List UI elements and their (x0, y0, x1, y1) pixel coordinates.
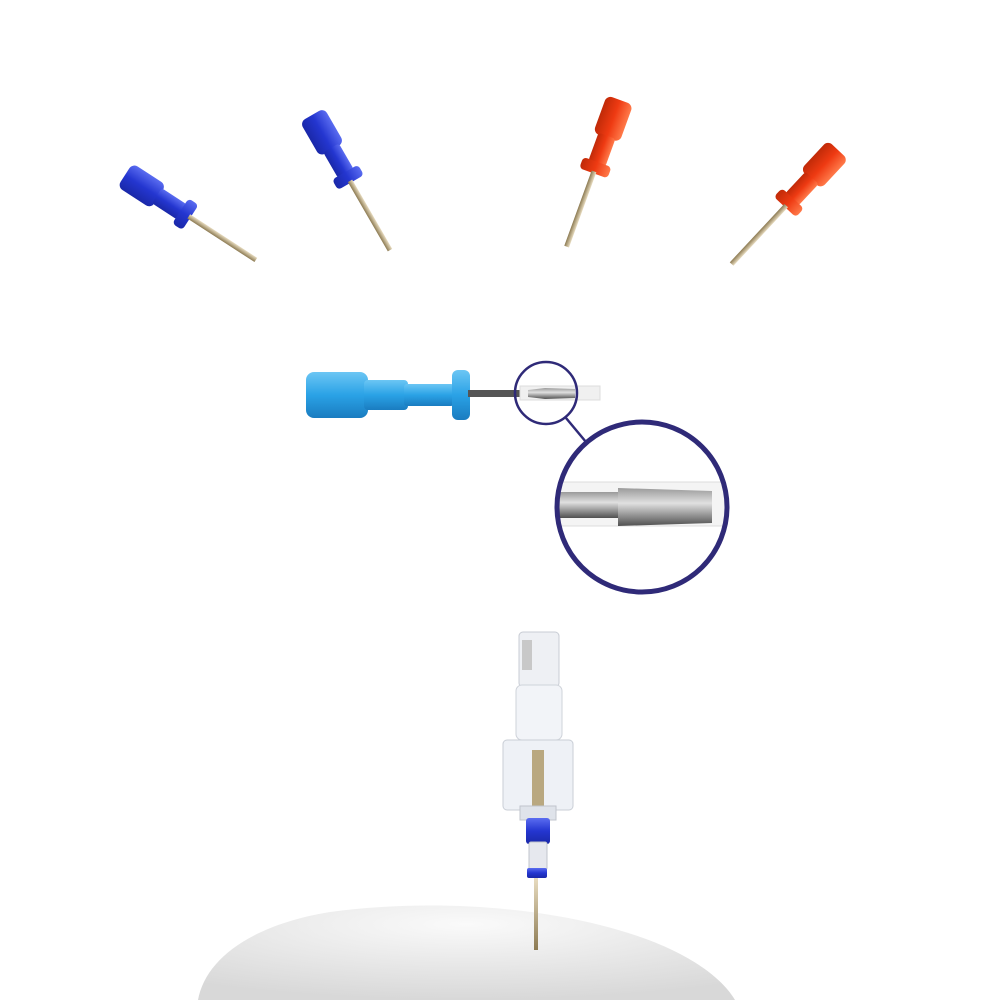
magnifier-small-ring (513, 360, 579, 426)
light-blue-cannula (306, 360, 601, 443)
red-cannula-2 (720, 139, 849, 275)
magnifier-detail (554, 419, 730, 595)
blue-cannula-2 (299, 107, 403, 258)
blue-cannula-1 (116, 162, 265, 273)
catheter-device (502, 631, 574, 950)
fur-surface (198, 905, 735, 1000)
red-cannula-1 (552, 94, 635, 252)
